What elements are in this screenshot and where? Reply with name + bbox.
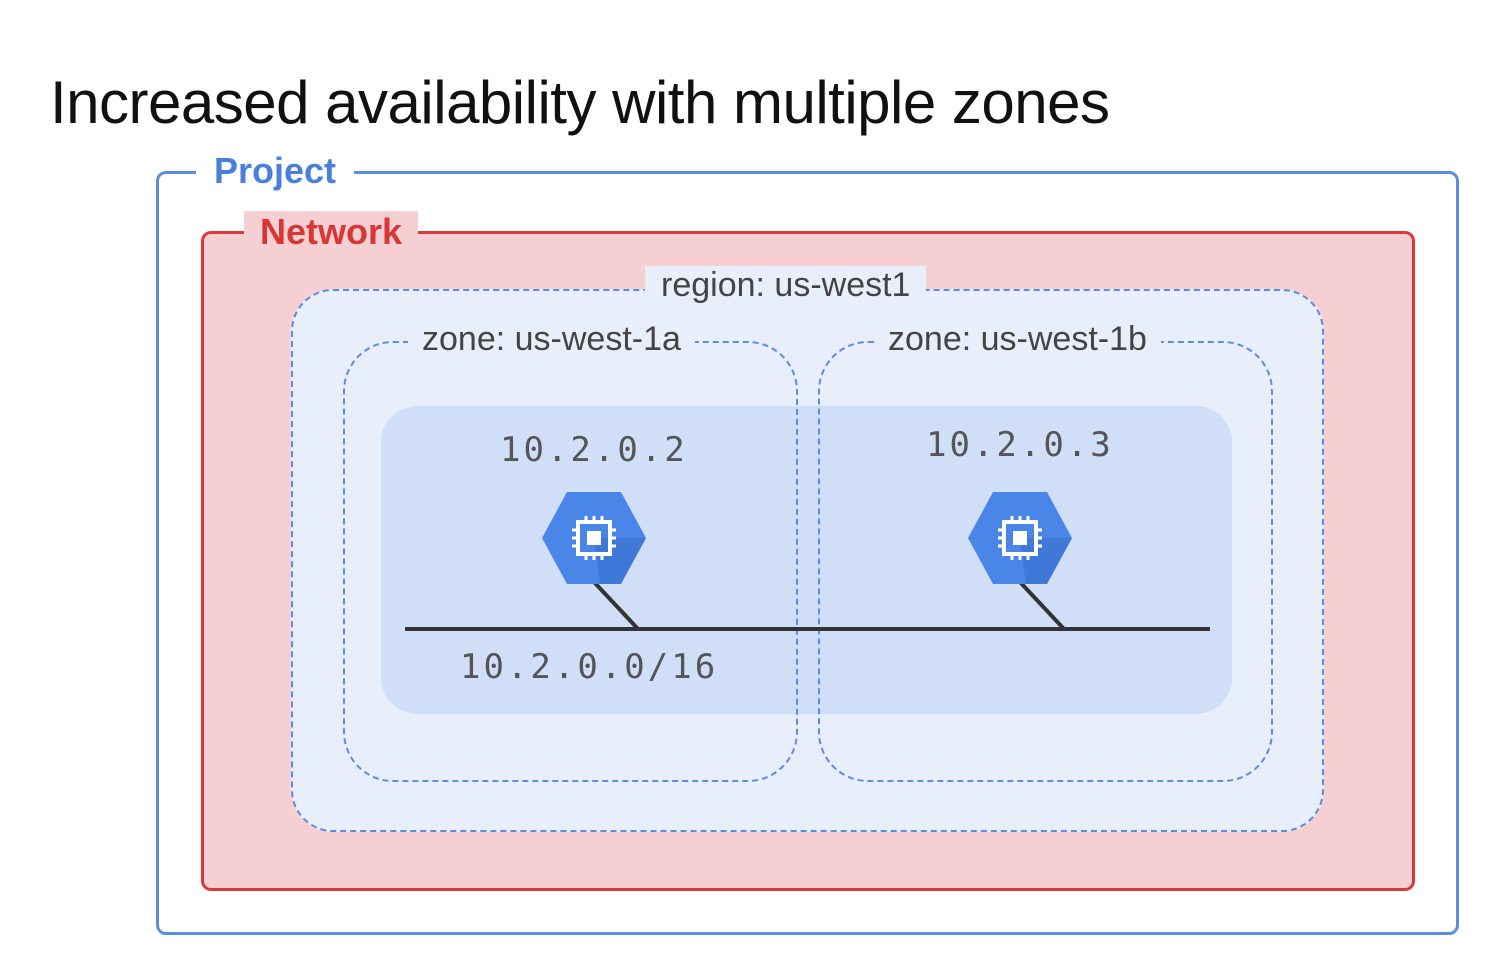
region-label: region: us-west1 — [645, 266, 927, 305]
compute-engine-icon — [968, 492, 1072, 584]
vm-a-ip: 10.2.0.2 — [500, 430, 688, 470]
network-label: Network — [244, 211, 419, 253]
vm-b-ip: 10.2.0.3 — [926, 425, 1114, 465]
subnet-area — [381, 406, 1232, 714]
project-label: Project — [196, 150, 355, 192]
project-container — [156, 171, 1459, 935]
subnet-cidr: 10.2.0.0/16 — [460, 647, 719, 687]
compute-engine-icon — [542, 492, 646, 584]
zone-a-label: zone: us-west-1a — [408, 320, 695, 359]
vm-b-link — [1018, 580, 1066, 631]
zone-b-label: zone: us-west-1b — [874, 320, 1161, 359]
vm-a-link — [592, 580, 640, 631]
page-title: Increased availability with multiple zon… — [50, 69, 1110, 136]
